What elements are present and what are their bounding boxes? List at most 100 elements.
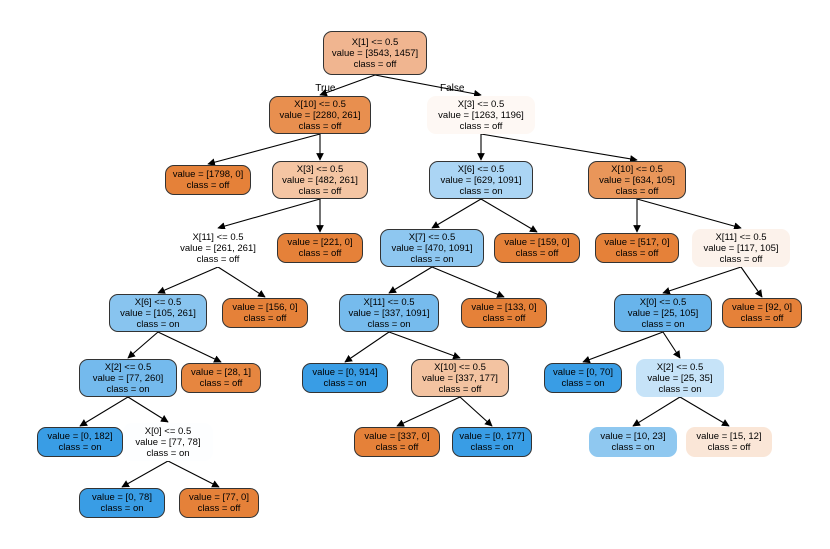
node-class-text: class = on [470,442,514,453]
tree-node-n18: value = [0, 914]class = on [302,363,388,393]
tree-node-n11: value = [28, 1]class = off [181,363,261,393]
node-value-text: value = [159, 0] [504,237,570,248]
node-split-text: X[11] <= 0.5 [715,231,767,243]
tree-node-n10: value = [77, 0]class = off [179,488,259,518]
tree-node-n23: value = [159, 0]class = off [494,233,580,263]
edge-n27-n28 [582,331,664,364]
node-class-text: class = off [375,442,419,453]
node-value-text: value = [77, 0] [189,492,249,503]
edge-n5-n6 [127,331,159,359]
node-class-text: class = on [323,378,367,389]
node-value-text: value = [92, 0] [732,302,792,313]
edge-n17-n19 [388,331,461,360]
node-value-text: value = [0, 70] [553,367,613,378]
node-split-text: X[10] <= 0.5 [434,361,486,373]
node-value-text: value = [117, 105] [703,242,779,254]
node-value-text: value = [156, 0] [232,302,298,313]
edge-n4-n12 [217,266,266,298]
tree-node-n13: value = [221, 0]class = off [277,233,363,263]
node-class-text: class = off [298,185,342,197]
node-class-text: class = off [298,248,342,259]
node-split-text: X[10] <= 0.5 [294,98,346,110]
node-value-text: value = [0, 177] [459,431,525,442]
node-value-text: value = [1263, 1196] [438,109,524,121]
node-split-text: X[6] <= 0.5 [457,163,505,175]
edge-n26-n27 [662,266,742,295]
edge-n19-n20 [396,396,461,427]
node-class-text: class = on [561,378,605,389]
edge-n14-n24 [480,133,638,163]
node-split-text: X[11] <= 0.5 [363,296,415,308]
edge-n26-n32 [740,266,763,298]
tree-node-n12: value = [156, 0]class = off [222,298,308,328]
tree-node-n25: value = [517, 0]class = off [595,233,679,263]
edge-n6-n7 [79,396,129,427]
tree-node-n30: value = [10, 23]class = on [589,427,677,457]
node-split-text: X[3] <= 0.5 [296,163,344,175]
node-class-text: class = off [243,313,287,324]
edge-n17-n18 [344,331,390,363]
node-split-text: X[2] <= 0.5 [104,361,152,373]
node-class-text: class = on [367,318,411,330]
node-value-text: value = [634, 105] [599,174,675,186]
node-class-text: class = off [199,378,243,389]
node-split-text: X[11] <= 0.5 [192,231,244,243]
node-value-text: value = [0, 78] [92,492,152,503]
tree-node-n31: value = [15, 12]class = off [686,427,772,457]
node-value-text: value = [25, 35] [647,372,713,384]
node-value-text: value = [629, 1091] [440,174,522,186]
node-value-text: value = [221, 0] [287,237,353,248]
node-split-text: X[6] <= 0.5 [134,296,182,308]
node-class-text: class = off [615,248,659,259]
edge-n8-n10 [167,460,220,488]
node-class-text: class = on [58,442,102,453]
edge-n16-n17 [388,266,433,294]
tree-node-n7: value = [0, 182]class = on [37,427,123,457]
tree-node-n20: value = [337, 0]class = off [354,427,440,457]
node-class-text: class = on [658,383,702,395]
tree-node-n22: value = [133, 0]class = off [461,298,547,328]
node-class-text: class = off [615,185,659,197]
node-value-text: value = [133, 0] [471,302,537,313]
edge-n5-n11 [157,331,222,363]
node-value-text: value = [2280, 261] [279,109,361,121]
edge-n4-n5 [157,266,219,294]
node-value-text: value = [482, 261] [282,174,358,186]
node-value-text: value = [10, 23] [600,431,666,442]
node-class-text: class = on [146,447,190,459]
tree-node-n28: value = [0, 70]class = on [544,363,622,393]
node-class-text: class = off [196,253,240,265]
node-class-text: class = on [410,253,454,265]
node-class-text: class = on [100,503,144,514]
edge-n0-n1 [319,74,376,97]
node-class-text: class = off [482,313,526,324]
node-class-text: class = off [438,383,482,395]
node-value-text: value = [3543, 1457] [331,47,419,59]
node-value-text: value = [25, 105] [627,307,699,319]
edge-n29-n30 [632,396,681,427]
edge-n15-n23 [480,198,538,233]
tree-node-n21: value = [0, 177]class = on [452,427,532,457]
tree-node-n2: value = [1798, 0]class = off [165,165,251,195]
node-split-text: X[1] <= 0.5 [351,36,399,48]
node-split-text: X[0] <= 0.5 [639,296,687,308]
edge-n27-n29 [662,331,681,359]
node-value-text: value = [261, 261] [180,242,256,254]
edge-n24-n26 [636,198,742,230]
